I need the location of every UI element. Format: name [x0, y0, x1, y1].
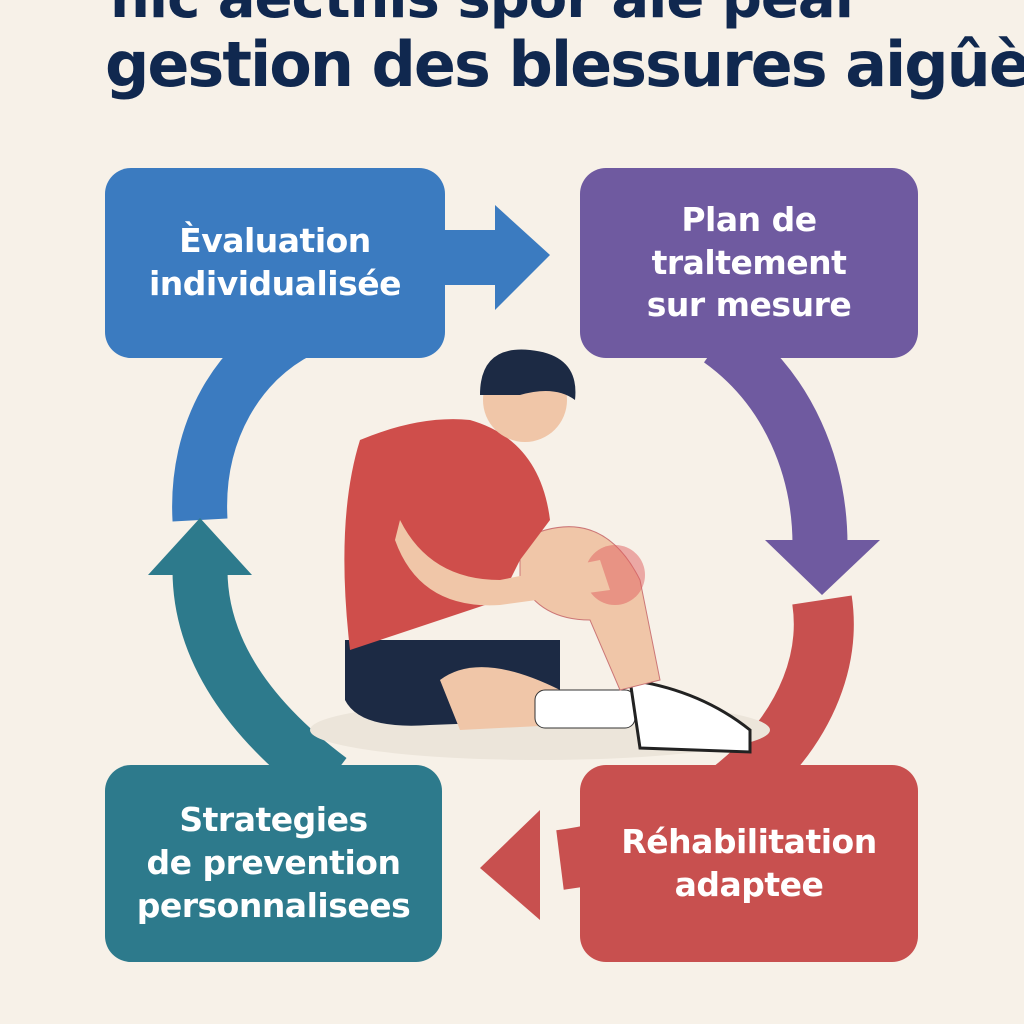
step-evaluation-label: Èvaluation individualisée	[149, 221, 401, 303]
step-evaluation: Èvaluation individualisée	[105, 168, 445, 358]
arc-blue	[172, 305, 314, 522]
arc-purple	[703, 317, 848, 546]
arrowhead-purple	[765, 540, 880, 595]
step-prevention-label: Strategies de prevention personnalisees	[136, 800, 411, 925]
arrowhead-red	[480, 810, 540, 920]
step-treatment-plan: Plan de traltement sur mesure	[580, 168, 918, 358]
title-line-1: nic aectnis spor ale peal	[110, 0, 854, 31]
step-rehabilitation: Réhabilitation adaptee	[580, 765, 918, 962]
arrow-blue	[430, 205, 550, 310]
title-line-2: gestion des blessures aigûès	[105, 28, 1024, 101]
step-rehabilitation-label: Réhabilitation adaptee	[621, 821, 877, 904]
step-prevention: Strategies de prevention personnalisees	[105, 765, 442, 962]
arrowhead-teal	[148, 518, 252, 575]
step-treatment-plan-label: Plan de traltement sur mesure	[646, 199, 852, 325]
arc-teal	[172, 569, 347, 802]
athlete-illustration	[310, 349, 770, 760]
